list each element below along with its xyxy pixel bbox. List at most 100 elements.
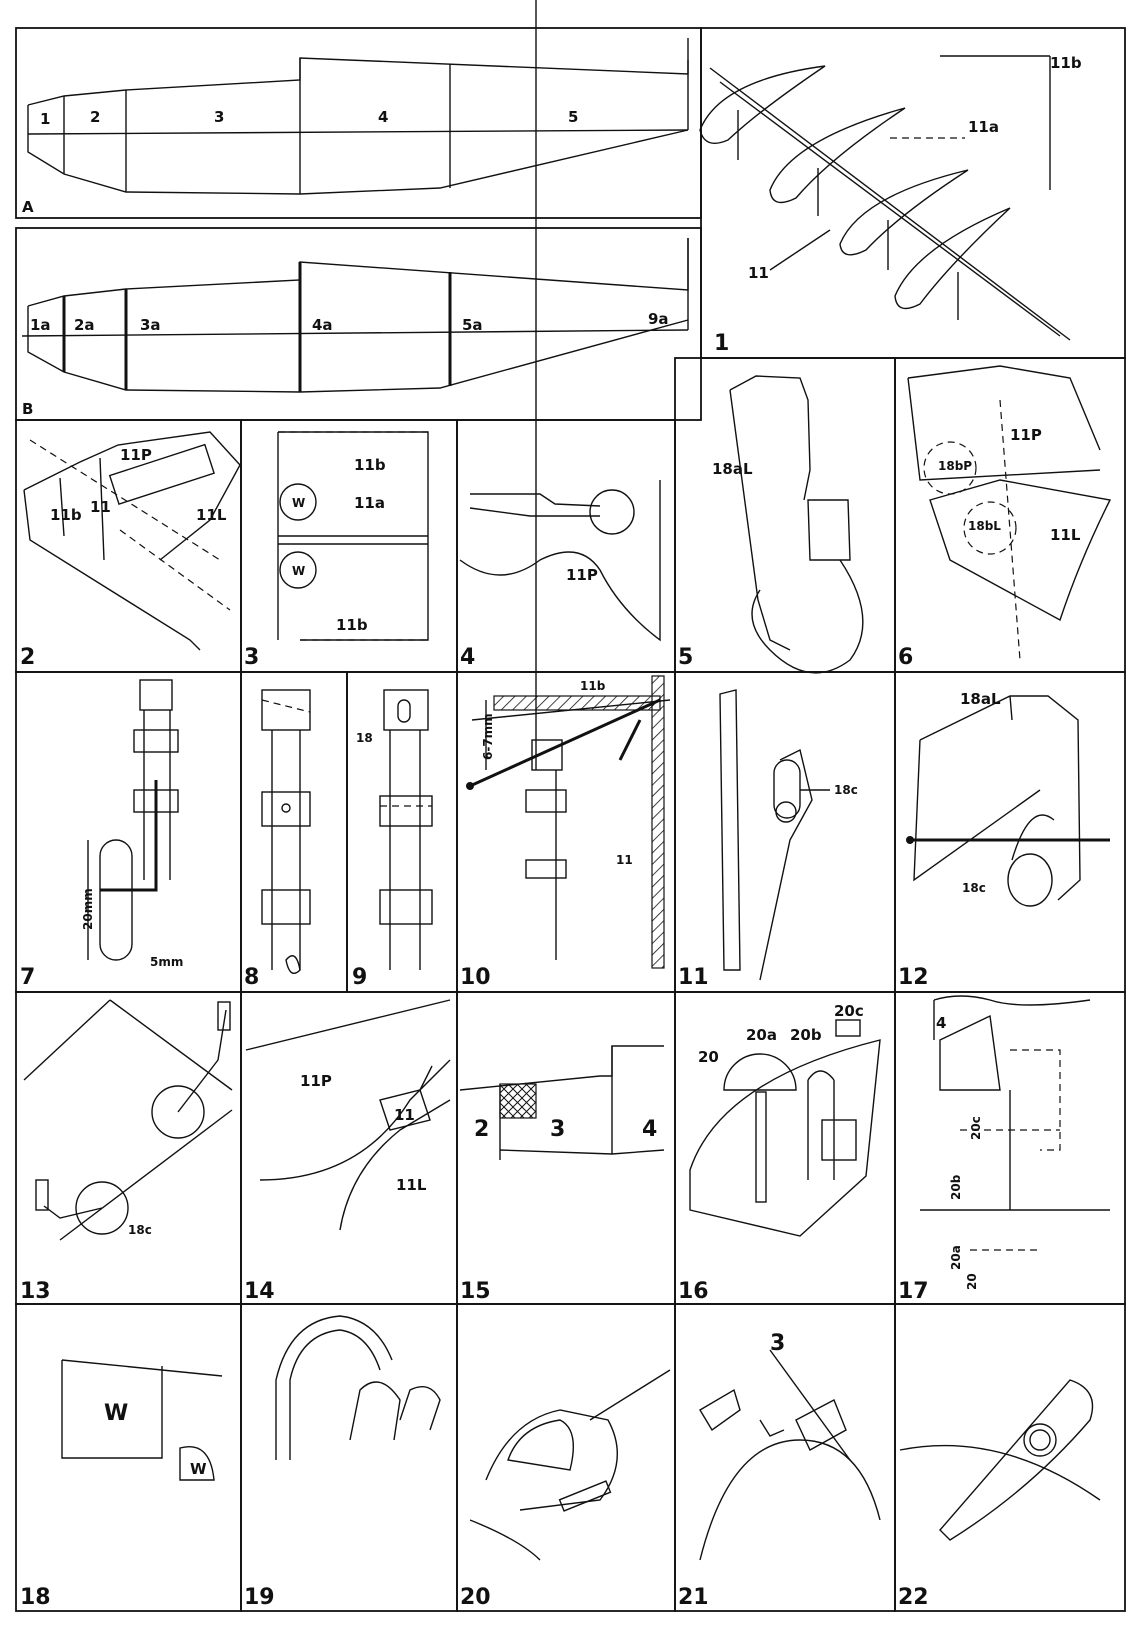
p14-11l: 11L (396, 1176, 427, 1194)
p18-w2: W (190, 1460, 207, 1478)
panel-14: 11P 11 11L 14 (244, 999, 451, 1304)
p6-11l: 11L (1050, 526, 1081, 544)
panel-number-11: 11 (678, 965, 709, 990)
p16-20b: 20b (790, 1026, 822, 1044)
panel-8: 8 (244, 689, 311, 990)
panel-2: 11P 11b 11 11L 2 (20, 431, 241, 670)
p7-20mm: 20mm (81, 888, 95, 930)
section-1a: 1a (30, 316, 51, 334)
p3-11b-bottom: 11b (336, 616, 368, 634)
panel-11: 18c 11 (678, 689, 858, 990)
p12-18c: 18c (962, 881, 986, 895)
panel-number-9: 9 (352, 965, 367, 990)
p6-18bl: 18bL (968, 519, 1001, 533)
p6-18bp: 18bP (938, 459, 972, 473)
p6-11p: 11P (1010, 426, 1042, 444)
panel-6: 11P 18bP 18bL 11L 6 (898, 365, 1112, 670)
panel-7: 20mm 5mm 7 (20, 679, 183, 990)
p18-w1: W (104, 1401, 128, 1426)
panel-number-15: 15 (460, 1279, 491, 1304)
p21-3: 3 (770, 1331, 785, 1356)
p16-20a: 20a (746, 1026, 777, 1044)
p2-11b: 11b (50, 506, 82, 524)
p1-11: 11 (748, 264, 769, 282)
panel-number-6: 6 (898, 645, 913, 670)
panel-22: 22 (898, 1379, 1101, 1610)
panel-number-14: 14 (244, 1279, 275, 1304)
panel-20: 20 (460, 1369, 671, 1610)
panel-5: 18aL 5 (678, 375, 864, 674)
panel-1-wing-ribs: 11b 11a 11 1 (699, 54, 1082, 356)
panel-19: 19 (244, 1315, 441, 1610)
p10-11: 11 (616, 853, 633, 867)
p12-18al: 18aL (960, 690, 1001, 708)
panel-21: 3 21 (678, 1331, 881, 1610)
panel-number-22: 22 (898, 1585, 929, 1610)
panel-number-1: 1 (714, 331, 729, 356)
section-5a: 5a (462, 316, 483, 334)
p14-11: 11 (394, 1106, 415, 1124)
panel-number-8: 8 (244, 965, 259, 990)
panel-number-20: 20 (460, 1585, 491, 1610)
section-9a: 9a (648, 310, 669, 328)
panel-4: 11P 4 (459, 480, 661, 670)
section-4a: 4a (312, 316, 333, 334)
section-3: 3 (214, 108, 224, 126)
panel-number-5: 5 (678, 645, 693, 670)
p17-4: 4 (936, 1014, 946, 1032)
p2-11l: 11L (196, 506, 227, 524)
p1-11b: 11b (1050, 54, 1082, 72)
panel-17: 4 20c 20b 20a 20 17 (898, 995, 1110, 1304)
p2-11p: 11P (120, 446, 152, 464)
panel-number-12: 12 (898, 965, 929, 990)
section-3a: 3a (140, 316, 161, 334)
panel-15: 2 3 4 15 (459, 1045, 665, 1304)
section-5: 5 (568, 108, 578, 126)
panel-number-13: 13 (20, 1279, 51, 1304)
p2-11: 11 (90, 498, 111, 516)
section-2a: 2a (74, 316, 95, 334)
section-1: 1 (40, 110, 50, 128)
p16-20: 20 (698, 1048, 719, 1066)
p9-18: 18 (356, 731, 373, 745)
p17-20a: 20a (949, 1245, 963, 1270)
panel-number-16: 16 (678, 1279, 709, 1304)
section-4: 4 (378, 108, 388, 126)
panel-number-2: 2 (20, 645, 35, 670)
label-b: B (22, 400, 33, 418)
p15-4: 4 (642, 1117, 657, 1142)
panel-number-17: 17 (898, 1279, 929, 1304)
panel-16: 20 20a 20b 20c 16 (678, 1002, 881, 1304)
p13-18c: 18c (128, 1223, 152, 1237)
p10-6-7mm: 6-7mm (481, 713, 495, 760)
panel-18: W W 18 (20, 1359, 223, 1610)
p10-11b: 11b (580, 679, 606, 693)
p3-11b-top: 11b (354, 456, 386, 474)
section-2: 2 (90, 108, 100, 126)
p5-18al: 18aL (712, 460, 753, 478)
p3-w2: W (292, 564, 305, 578)
panel-number-4: 4 (460, 645, 475, 670)
panel-3: W W 11b 11a 11b 3 (244, 431, 429, 670)
p4-11p: 11P (566, 566, 598, 584)
panel-b-fuselage: B 1a 2a 3a 4a 5a 9a (21, 238, 689, 418)
p15-3: 3 (550, 1117, 565, 1142)
p16-20c: 20c (834, 1002, 864, 1020)
panel-13: 18c 13 (20, 999, 233, 1304)
panel-frames (15, 27, 1126, 1612)
p3-w1: W (292, 496, 305, 510)
panel-number-19: 19 (244, 1585, 275, 1610)
panel-number-10: 10 (460, 965, 491, 990)
panel-number-18: 18 (20, 1585, 51, 1610)
panel-10: 11b 6-7mm 11 10 (460, 0, 671, 990)
p15-2: 2 (474, 1117, 489, 1142)
panel-number-21: 21 (678, 1585, 709, 1610)
p17-20c: 20c (969, 1116, 983, 1140)
panel-12: 18aL 18c 12 (898, 690, 1110, 990)
p3-11a: 11a (354, 494, 385, 512)
panel-9: 18 9 (352, 689, 433, 990)
p17-20b: 20b (949, 1174, 963, 1200)
p17-20: 20 (965, 1273, 979, 1290)
panel-number-3: 3 (244, 645, 259, 670)
